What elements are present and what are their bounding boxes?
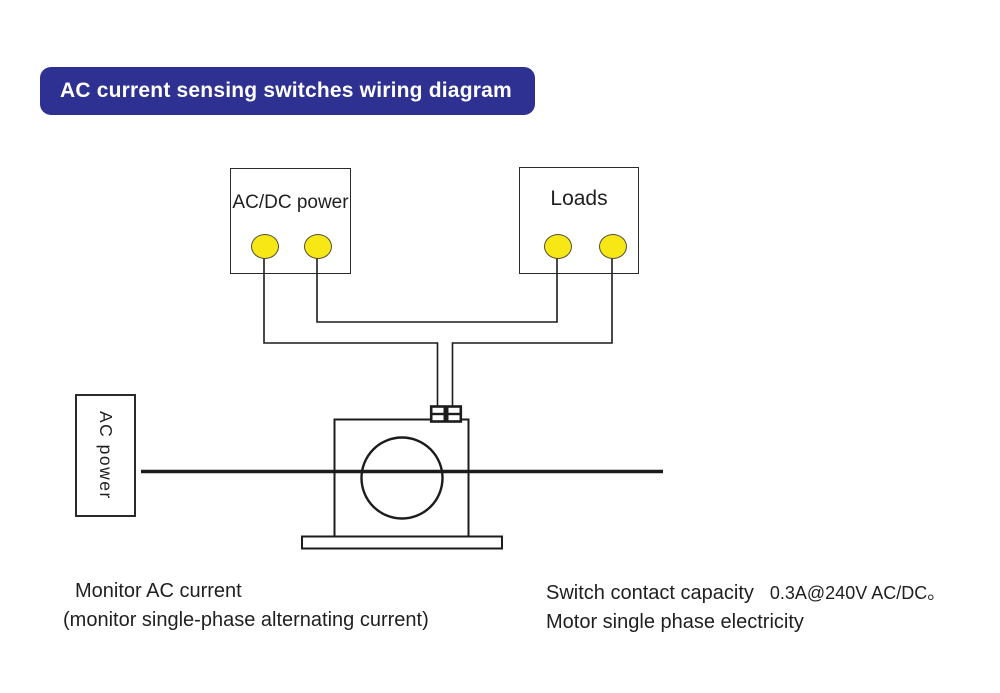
loads-terminal-right — [599, 233, 627, 259]
loads-box: Loads — [519, 167, 639, 274]
sensor-base-plate — [301, 535, 503, 550]
acdc-power-box: AC/DC power — [230, 168, 351, 274]
wire-acdc-right-to-loads-left — [316, 252, 558, 323]
acdc-power-label: AC/DC power — [232, 192, 349, 213]
title-banner: AC current sensing switches wiring diagr… — [40, 67, 535, 115]
acdc-terminal-right — [304, 233, 332, 259]
sensor-terminal-block-right — [445, 405, 463, 423]
loads-terminal-left — [544, 233, 572, 259]
note-capacity-line2: Motor single phase electricity — [546, 611, 804, 633]
note-monitor-line1: Monitor AC current — [75, 580, 242, 602]
wire-acdc-left-to-sensor — [263, 252, 439, 407]
note-capacity-line1: Switch contact capacity 0.3A@240V AC/DC。 — [546, 579, 945, 608]
note-monitor-line2: (monitor single-phase alternating curren… — [63, 609, 429, 631]
diagram-title: AC current sensing switches wiring diagr… — [60, 79, 512, 102]
wire-loads-right-to-sensor — [451, 252, 613, 407]
sensor-aperture-ring — [360, 436, 444, 520]
current-sensor — [301, 418, 503, 550]
ac-power-box: AC power — [75, 394, 136, 517]
acdc-terminal-left — [251, 233, 279, 259]
capacity-value: 0.3A@240V AC/DC。 — [769, 583, 946, 603]
loads-label: Loads — [550, 187, 608, 210]
capacity-label: Switch contact capacity — [546, 582, 754, 604]
sensor-terminal-block-left — [429, 405, 447, 423]
note-monitor: Monitor AC current (monitor single-phase… — [63, 577, 429, 635]
ac-power-label: AC power — [96, 411, 116, 500]
